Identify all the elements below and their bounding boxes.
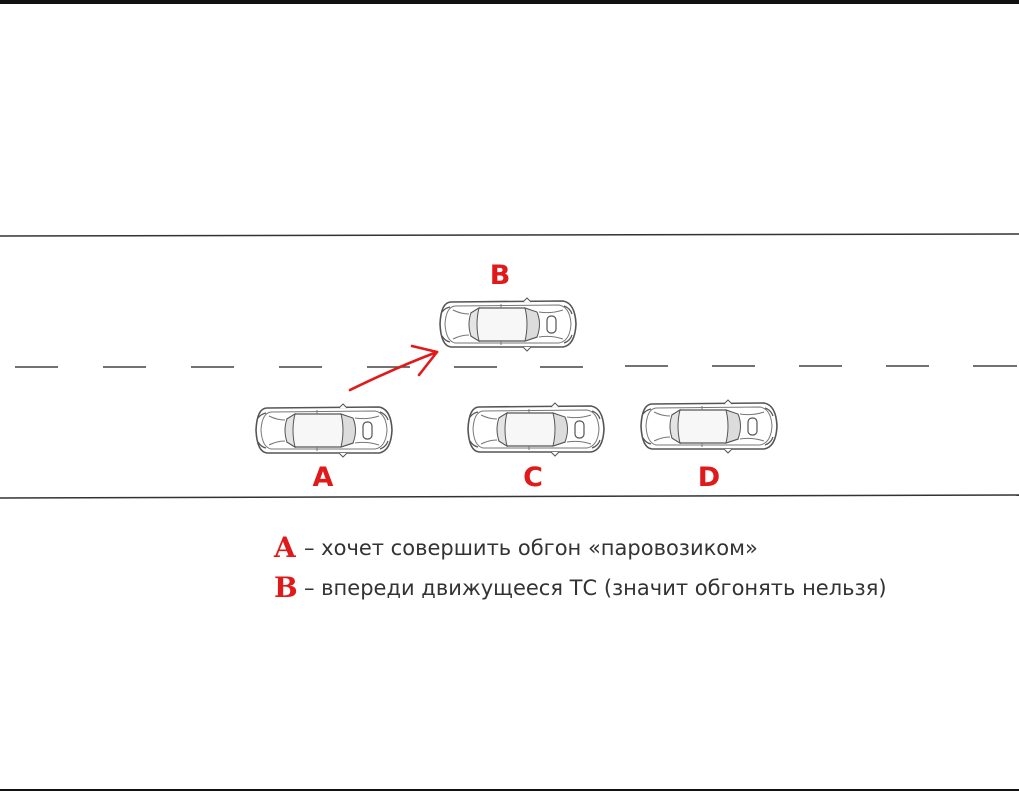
- car-label-a: A: [313, 462, 334, 493]
- legend-text-b: – впереди движущееся ТС (значит обгонять…: [304, 576, 887, 600]
- car-c: [467, 402, 605, 457]
- legend-row-b: B – впереди движущееся ТС (значит обгоня…: [274, 568, 887, 608]
- car-label-d: D: [698, 462, 720, 493]
- legend-row-a: A – хочет совершить обгон «паровозиком»: [274, 528, 887, 568]
- legend-letter-b: B: [274, 571, 298, 604]
- bottom-border: [0, 789, 1019, 791]
- overtake-arrow: [348, 344, 439, 392]
- car-label-c: C: [523, 462, 543, 493]
- legend-letter-a: A: [274, 531, 296, 564]
- legend: A – хочет совершить обгон «паровозиком» …: [274, 528, 887, 608]
- car-label-b: B: [490, 260, 511, 291]
- legend-text-a: – хочет совершить обгон «паровозиком»: [304, 536, 758, 560]
- top-border: [0, 0, 1019, 4]
- center-dashed-line: [15, 365, 1017, 368]
- road-edge-top: [0, 233, 1019, 237]
- road-edge-bottom: [0, 494, 1019, 499]
- car-d: [640, 399, 778, 454]
- car-b: [439, 297, 577, 352]
- car-a: [255, 403, 393, 458]
